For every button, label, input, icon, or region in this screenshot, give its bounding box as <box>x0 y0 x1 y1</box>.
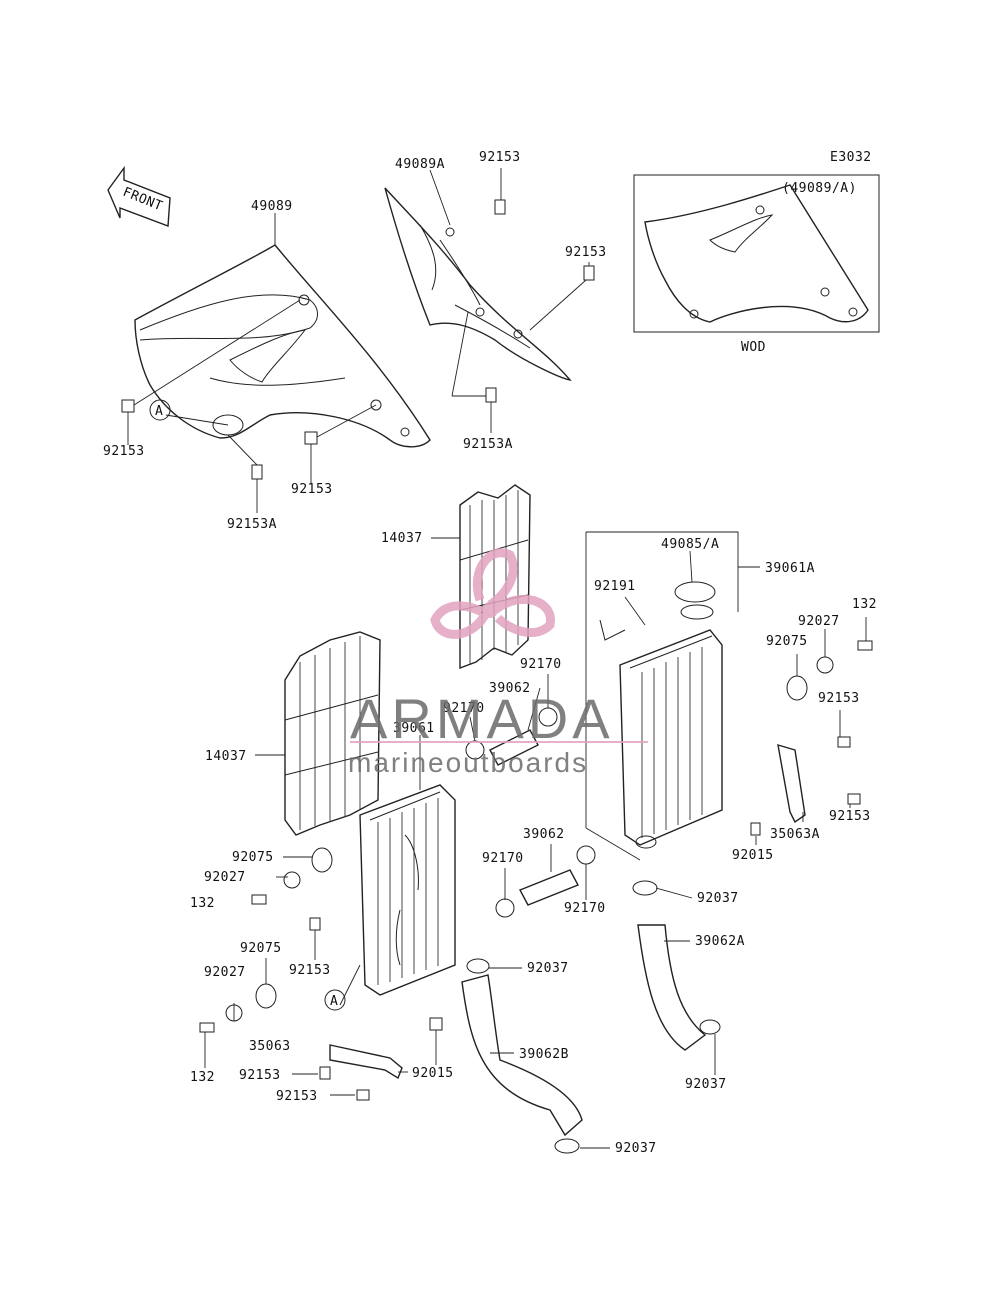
propeller-logo-icon <box>430 548 555 639</box>
label-49089A: 49089A <box>395 157 445 172</box>
label-92015: 92015 <box>412 1066 454 1081</box>
inset-box: (49089/A) WOD <box>633 174 880 355</box>
label-92075: 92075 <box>240 941 282 956</box>
label-92170: 92170 <box>564 901 606 916</box>
label-92015: 92015 <box>732 848 774 863</box>
label-92153A: 92153A <box>463 437 513 452</box>
label-39062A: 39062A <box>695 934 745 949</box>
label-92153: 92153 <box>565 245 607 260</box>
label-132: 132 <box>190 896 215 911</box>
label-92170: 92170 <box>443 701 485 716</box>
label-132: 132 <box>852 597 877 612</box>
label-92075: 92075 <box>232 850 274 865</box>
label-14037: 14037 <box>205 749 247 764</box>
watermark-tagline: marineoutboards <box>348 747 588 778</box>
label-49085-A: 49085/A <box>661 537 719 552</box>
label-92153: 92153 <box>829 809 871 824</box>
label-132: 132 <box>190 1070 215 1085</box>
watermark-brand: ARMADA <box>350 687 614 750</box>
label-92153: 92153 <box>289 963 331 978</box>
label-92027: 92027 <box>798 614 840 629</box>
label-92037: 92037 <box>685 1077 727 1092</box>
radiator-left-39061 <box>359 784 456 996</box>
label-92027: 92027 <box>204 965 246 980</box>
shroud-49089 <box>134 244 431 448</box>
bracket-35063A <box>777 744 806 824</box>
label-92037: 92037 <box>527 961 569 976</box>
label-39061A: 39061A <box>765 561 815 576</box>
label-39062B: 39062B <box>519 1047 569 1062</box>
label-92191: 92191 <box>594 579 636 594</box>
radiator-right-39061A <box>599 581 723 849</box>
hose-39062B <box>461 974 583 1137</box>
label-92170: 92170 <box>482 851 524 866</box>
label-92153A: 92153A <box>227 517 277 532</box>
label-39062: 39062 <box>489 681 531 696</box>
svg-text:A: A <box>330 994 338 1009</box>
label-39062: 39062 <box>523 827 565 842</box>
label-35063A: 35063A <box>770 827 820 842</box>
hose-39062 <box>489 729 579 906</box>
leader-lines <box>127 168 867 1149</box>
bracket-35063 <box>329 1044 403 1080</box>
label-92153: 92153 <box>479 150 521 165</box>
label-92153: 92153 <box>276 1089 318 1104</box>
label-92153: 92153 <box>239 1068 281 1083</box>
label-92153: 92153 <box>103 444 145 459</box>
label-39061: 39061 <box>393 721 435 736</box>
label-92075: 92075 <box>766 634 808 649</box>
inset-note: WOD <box>741 340 766 355</box>
radiator-guard-left-14037 <box>284 631 381 836</box>
side-panel-49089A <box>384 187 572 382</box>
diagram-code: E3032 <box>830 150 872 165</box>
part-labels: 49089A 92153 49089 92153 92153 92153 921… <box>103 150 877 1156</box>
hose-39062A <box>637 924 707 1051</box>
callout-a-lower: A <box>324 989 346 1011</box>
label-92153: 92153 <box>291 482 333 497</box>
callout-a-upper: A <box>149 399 171 421</box>
label-92153: 92153 <box>818 691 860 706</box>
label-92037: 92037 <box>697 891 739 906</box>
svg-text:A: A <box>155 404 163 419</box>
label-92170: 92170 <box>520 657 562 672</box>
inset-ref: (49089/A) <box>782 181 857 196</box>
front-arrow-icon: FRONT <box>107 165 171 227</box>
label-14037: 14037 <box>381 531 423 546</box>
watermark: ARMADA marineoutboards <box>348 548 648 778</box>
label-49089: 49089 <box>251 199 293 214</box>
radiator-guard-upper-14037 <box>459 484 531 670</box>
label-35063: 35063 <box>249 1039 291 1054</box>
label-92037: 92037 <box>615 1141 657 1156</box>
label-92027: 92027 <box>204 870 246 885</box>
